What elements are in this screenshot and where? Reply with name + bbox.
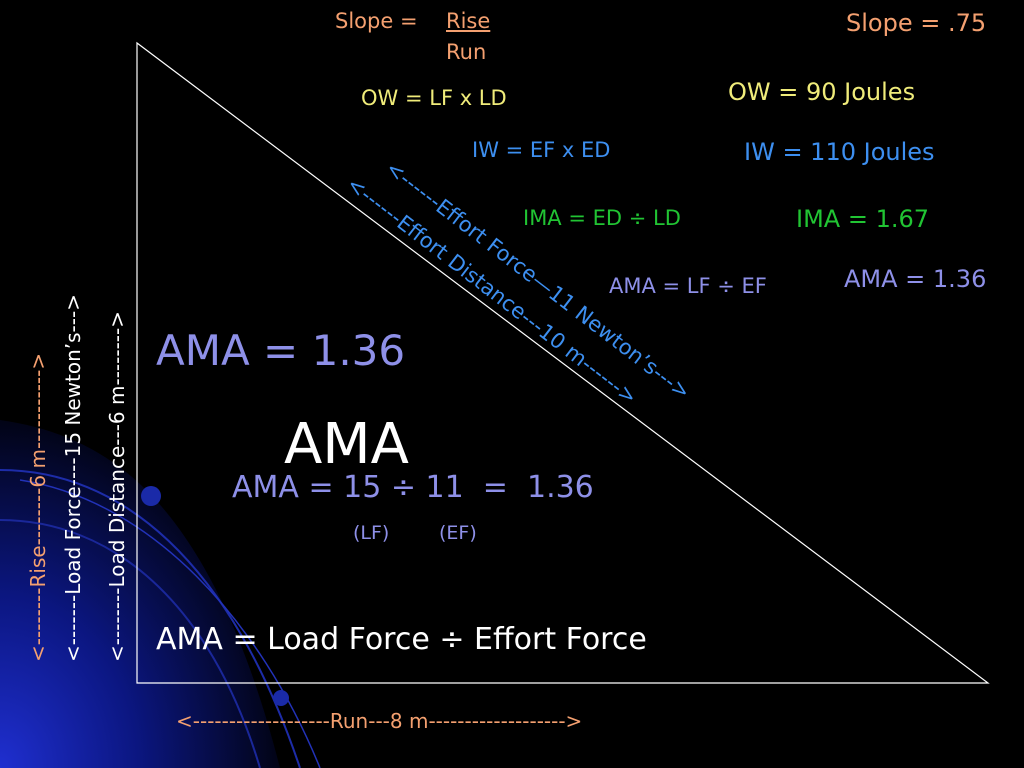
ama-calculation: AMA = 15 ÷ 11 = 1.36 — [232, 470, 594, 505]
run-label: <-------------------Run---8 m-----------… — [176, 709, 583, 733]
ima-formula: IMA = ED ÷ LD — [523, 206, 681, 230]
slope-value: Slope = .75 — [846, 9, 987, 37]
load-distance-label: <--------Load Distance---6 m--------> — [105, 311, 129, 662]
ow-formula: OW = LF x LD — [361, 86, 507, 110]
slope-run: Run — [446, 40, 487, 64]
load-force-label: <-------Load Force----15 Newton’s---> — [61, 294, 85, 662]
rise-label: <--------Rise--------6 m-----------> — [26, 352, 50, 662]
iw-result: IW = 110 Joules — [744, 138, 935, 166]
ama-result: AMA = 1.36 — [844, 265, 987, 293]
ama-formula: AMA = LF ÷ EF — [609, 274, 767, 298]
ow-result: OW = 90 Joules — [728, 78, 916, 106]
ama-definition: AMA = Load Force ÷ Effort Force — [156, 622, 647, 657]
lf-label: (LF) — [353, 522, 390, 544]
right-triangle — [136, 41, 990, 684]
ama-heading: AMA — [284, 412, 409, 477]
ama-large: AMA = 1.36 — [156, 326, 406, 375]
ef-label: (EF) — [439, 522, 477, 544]
ima-result: IMA = 1.67 — [796, 205, 930, 233]
slope-rise: Rise — [446, 9, 491, 33]
decor-dot-2 — [273, 690, 289, 706]
decor-dot-1 — [141, 486, 161, 506]
slope-formula-label: Slope = — [335, 9, 418, 33]
iw-formula: IW = EF x ED — [472, 138, 611, 162]
